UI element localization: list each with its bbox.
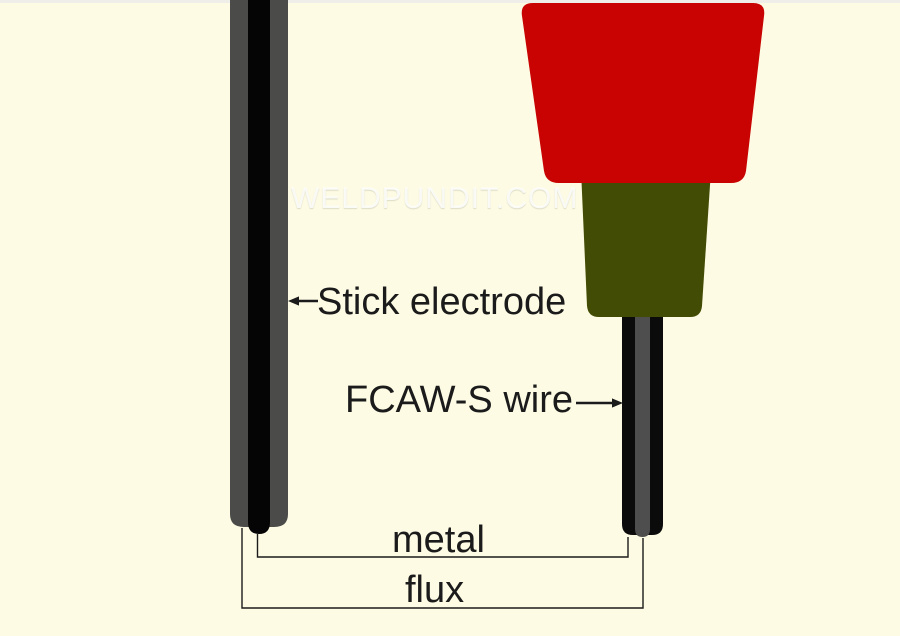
fcaw-wire-flux-core — [635, 290, 650, 537]
gun-contact-tip — [581, 170, 711, 317]
stick-electrode-label: Stick electrode — [317, 281, 567, 323]
fcaw-arrow-head-icon — [612, 398, 623, 408]
stick-arrow-head-icon — [288, 296, 299, 306]
metal-callout-line — [256, 534, 629, 558]
gun-nozzle — [521, 3, 765, 183]
metal-label: metal — [392, 519, 485, 561]
flux-callout-line — [241, 528, 644, 609]
top-border-strip — [0, 0, 900, 3]
watermark: WELDPUNDIT.COM — [291, 182, 579, 215]
stick-electrode-core — [248, 0, 270, 534]
flux-label: flux — [405, 569, 465, 611]
fcaw-wire-label: FCAW-S wire — [345, 379, 573, 421]
